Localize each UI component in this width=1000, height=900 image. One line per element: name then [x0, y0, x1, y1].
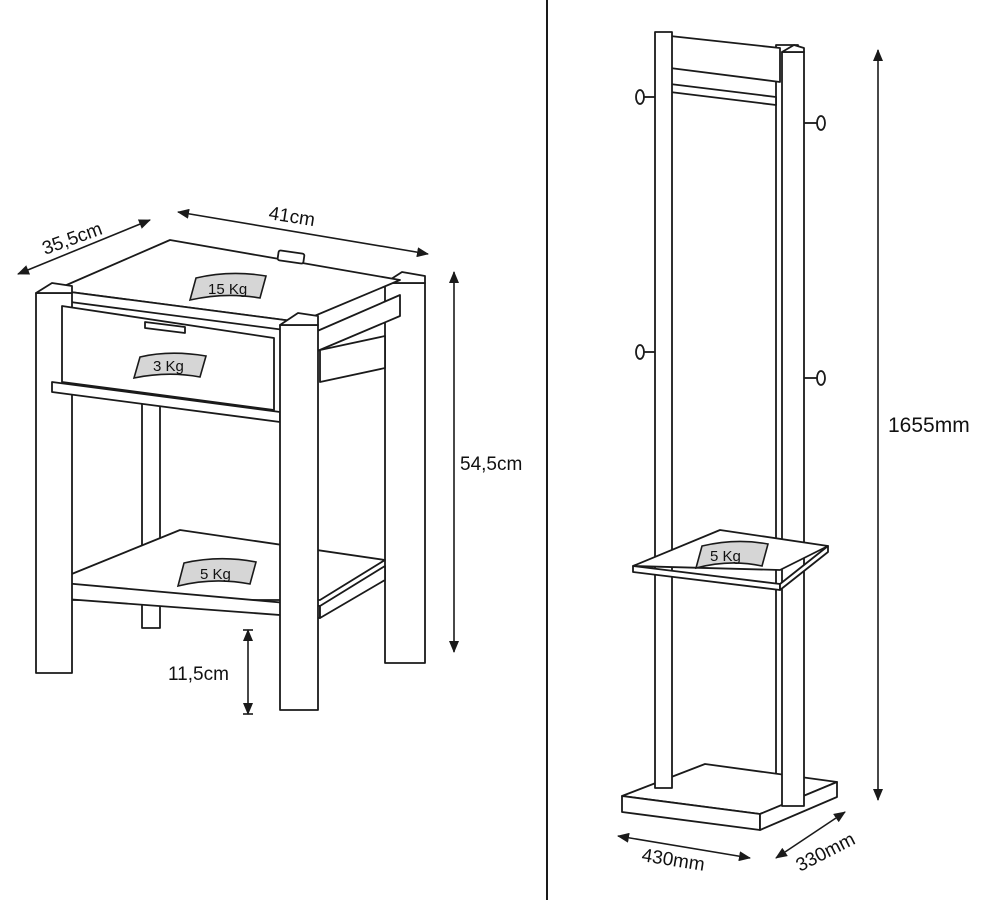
- rack-front-right-post-top: [781, 44, 805, 53]
- width-label: 41cm: [267, 203, 316, 231]
- nightstand-drawing: 15 Kg 3 Kg 5 Kg: [35, 239, 426, 711]
- rack-hook-upper-left: [635, 89, 655, 105]
- rack-width-arrow: [617, 832, 751, 862]
- rack-height-label: 1655mm: [888, 414, 970, 437]
- rear-apron: [319, 335, 386, 383]
- shelf-load-label: 5 Kg: [200, 566, 231, 583]
- drawer-load-label: 3 Kg: [153, 358, 184, 375]
- rack-top-board: [669, 35, 781, 83]
- rack-hook-lower-right: [804, 370, 826, 386]
- leg-height-label: 11,5cm: [168, 664, 229, 685]
- top-load-tag: 15 Kg: [188, 272, 268, 302]
- drawer-handle: [144, 321, 186, 334]
- rack-hook-lower-left: [635, 344, 655, 360]
- coat-rack-drawing: 5 Kg: [621, 31, 838, 831]
- rack-shelf-load-label: 5 Kg: [710, 548, 741, 565]
- front-right-leg-top: [279, 312, 319, 326]
- rack-hanging-rod: [669, 83, 777, 106]
- height-label: 54,5cm: [460, 454, 522, 475]
- back-right-leg: [384, 282, 426, 664]
- front-left-leg-top: [35, 282, 73, 294]
- front-right-leg: [279, 324, 319, 711]
- depth-label: 35,5cm: [40, 219, 106, 260]
- drawer-load-tag: 3 Kg: [132, 352, 208, 380]
- rack-front-left-post: [654, 31, 673, 789]
- rack-shelf-side: [779, 545, 829, 591]
- rack-depth-arrow: [775, 811, 846, 859]
- rack-depth-label: 330mm: [793, 829, 859, 876]
- rack-shelf-load-tag: 5 Kg: [694, 540, 770, 570]
- depth-arrow: [17, 219, 151, 275]
- rack-hook-upper-right: [804, 115, 826, 131]
- width-arrow: [177, 208, 429, 258]
- top-load-label: 15 Kg: [208, 281, 247, 298]
- rack-front-right-post: [781, 51, 805, 807]
- shelf-load-tag: 5 Kg: [176, 557, 257, 588]
- lower-shelf-side-edge: [319, 565, 386, 619]
